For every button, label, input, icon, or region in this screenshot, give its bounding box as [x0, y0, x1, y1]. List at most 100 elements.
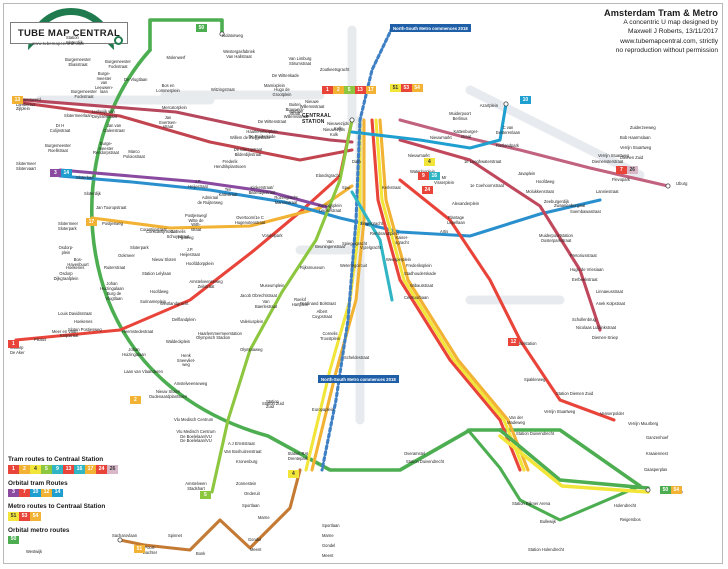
station-label: Sloterdijk	[84, 191, 101, 196]
station-label: Kerkstraat	[382, 185, 401, 190]
station-label: Kaiser-sgracht	[395, 235, 409, 245]
hub-name-line1: CENTRAAL	[302, 113, 332, 119]
route-badge-26: 26	[626, 166, 638, 174]
station-label: Holendrecht	[614, 503, 637, 508]
station-label: Rembrandtplein	[370, 231, 399, 236]
route-badge-3: 3	[50, 169, 61, 177]
station-label: Sloten Postjesweg	[68, 327, 102, 332]
station-centraal-station-label: CENTRAAL STATION	[302, 113, 332, 125]
station-label: Station Diemen Zuid	[556, 391, 594, 396]
route-badge-4: 4	[424, 158, 435, 166]
route-badge-5: 5	[343, 86, 355, 94]
legend-badge-tram-9: 9	[52, 465, 63, 474]
legend-badge-metro-51: 51	[8, 512, 19, 521]
station-label: Elandsgracht	[316, 173, 340, 178]
station-label: Pretoriusstraat	[570, 253, 597, 258]
station-label: Azartplein	[479, 103, 498, 108]
station-label: Hugo de Vriesiaan	[570, 267, 604, 272]
route-badge-4: 4	[288, 470, 299, 478]
legend-badge-tram-16: 16	[74, 465, 85, 474]
station-label: Bos-Havenbuurt	[67, 257, 89, 267]
route-badge-53: 53	[400, 84, 412, 92]
route-badge-51: 51	[134, 545, 145, 553]
station-label: Laan van Vlaanderen	[124, 369, 163, 374]
route-badge-50: 50	[660, 486, 671, 494]
station-label: Weesperplein	[386, 257, 411, 262]
station-label: Meent	[250, 547, 262, 552]
legend-badge-orbital-tram-10: 10	[30, 488, 41, 497]
route-tag-group: 4	[288, 470, 299, 478]
station-label: Schollenbrug	[572, 317, 596, 322]
hub-name-line2: STATION	[302, 118, 325, 125]
tube-map-central-logo: TUBE MAP CENTRAL www.tubemapcentral.com	[10, 8, 138, 50]
station-label: Heemstedestraat	[122, 329, 154, 334]
station-label: Europaplein	[312, 407, 334, 412]
route-tag-group: 13	[12, 96, 23, 104]
station-label: Waterlooplein	[410, 169, 435, 175]
route-badge-17: 17	[86, 218, 97, 226]
logo-station-node-icon	[114, 36, 123, 45]
station-label: De Wittenkade	[272, 73, 299, 78]
station-label: Valeriusplein	[240, 319, 264, 324]
station-label: Van Boshuizenstraat	[224, 449, 262, 454]
line-9-16-24	[350, 178, 616, 422]
station-label: Nieuwmarkt	[408, 153, 430, 158]
station-label: Hoofdweg	[536, 179, 555, 184]
station-label: Witzingstraat	[211, 87, 235, 92]
station-label: Meent	[322, 553, 334, 558]
note-north-south-metro-bottom: North-South Metro commences 2018	[318, 375, 399, 384]
legend-badge-orbital-tram-14: 14	[52, 488, 63, 497]
route-tag-group: 5	[200, 491, 211, 499]
station-label: Constantijnstraat	[146, 229, 177, 234]
station-label: Dam	[352, 159, 361, 164]
route-badge-54: 54	[670, 486, 682, 494]
station-label: Reigersbos	[620, 517, 641, 522]
station-label: Rietlandpark	[496, 143, 519, 148]
route-badge-54: 54	[411, 84, 423, 92]
route-badge-1: 1	[322, 86, 333, 94]
station-label: Zoutkeetsgracht	[320, 67, 350, 72]
station-label: Isolatorweg	[222, 33, 243, 38]
route-tag-group: 51	[134, 545, 145, 553]
station-label: Diemen-Sniep	[592, 335, 618, 340]
station-label: Nieuwmarkt	[430, 135, 452, 140]
route-badge-7: 7	[616, 166, 627, 174]
station-label: A J Ernststraat	[228, 441, 255, 446]
route-badge-2: 2	[130, 396, 141, 404]
station-label: Slotermeerlaan	[64, 113, 92, 118]
station-label: Sacharovlaan	[112, 533, 138, 538]
route-tag-group: 12	[508, 338, 519, 346]
station-label: Alexanderplein	[452, 201, 480, 206]
station-label: Amstelveenseweg	[174, 381, 208, 386]
route-badge-13: 13	[12, 96, 23, 104]
route-tag-group: 10	[520, 96, 531, 104]
station-label: Ceintuurbaan	[404, 295, 429, 300]
